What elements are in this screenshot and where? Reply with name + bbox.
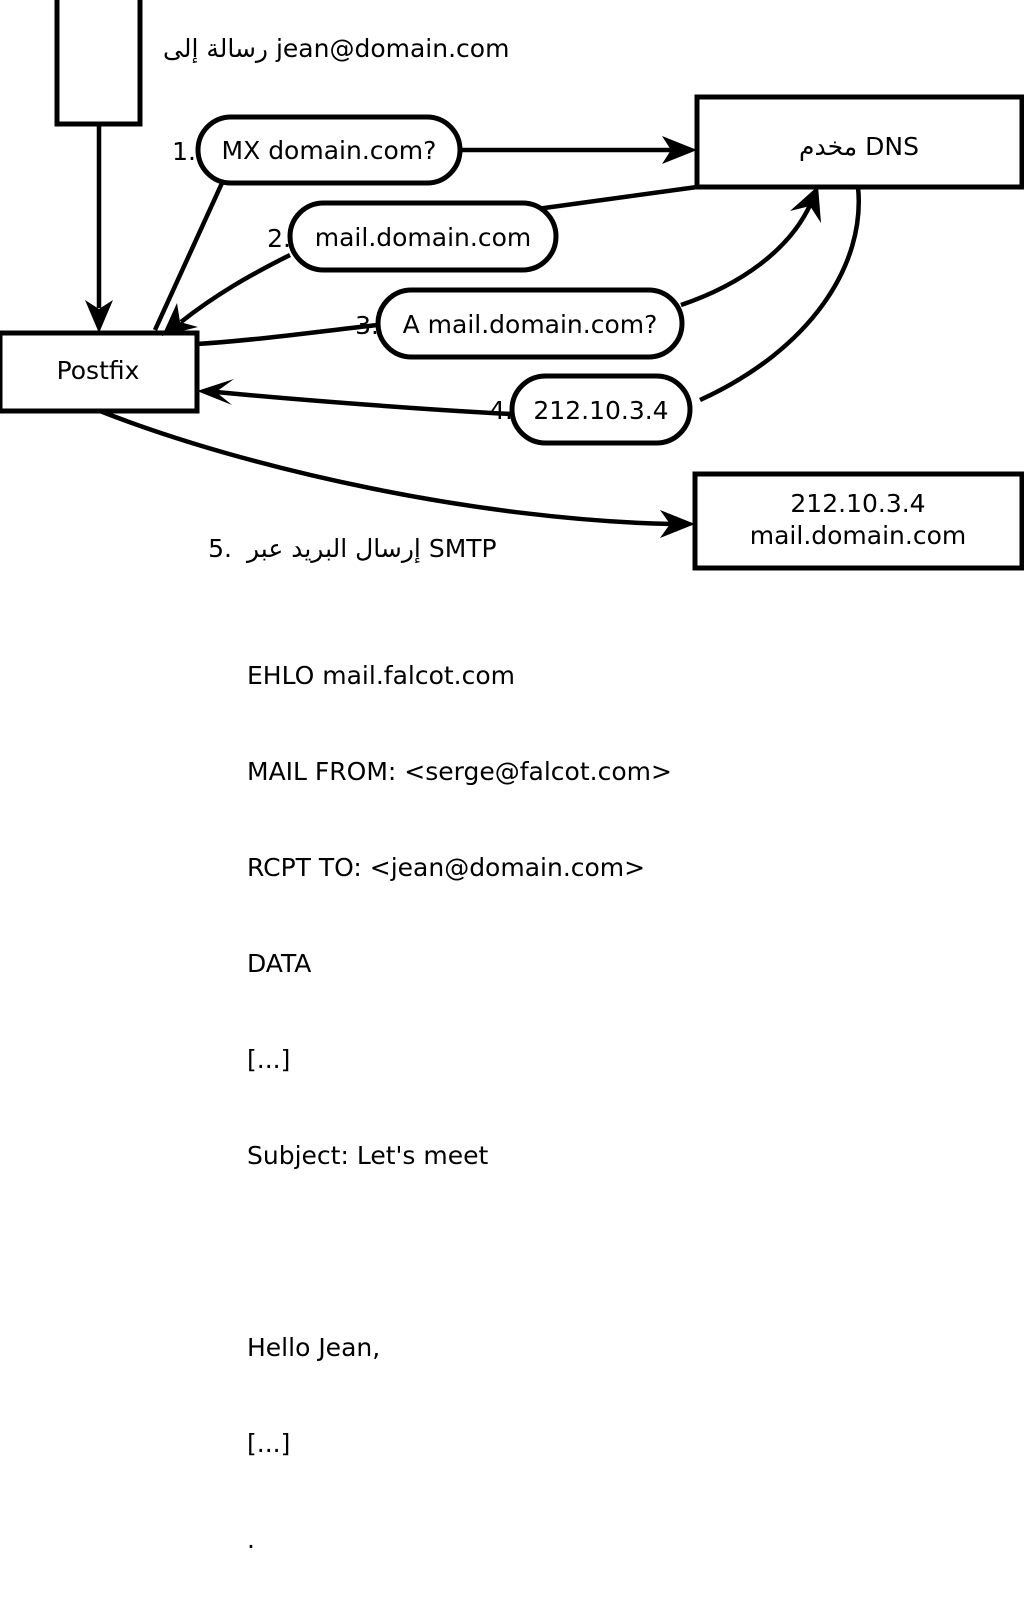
arrowhead-step2: [162, 303, 198, 336]
mail-server-box: [692, 471, 1024, 571]
bubble-step3-label: A mail.domain.com?: [403, 310, 658, 339]
transcript-line: MAIL FROM: <serge@falcot.com>: [247, 757, 672, 786]
transcript-line: [...]: [247, 1045, 291, 1074]
edge-step2-to-postfix: [179, 252, 292, 324]
arrowhead-sender-to-postfix: [85, 300, 113, 333]
transcript-line: EHLO mail.falcot.com: [247, 661, 516, 690]
mail-server-host: mail.domain.com: [750, 521, 966, 550]
step5-caption: إرسال البريد عبر SMTP: [245, 534, 497, 564]
message-note: رسالة إلى jean@domain.com: [163, 34, 509, 64]
bubble-step3: [375, 287, 685, 360]
bubble-step1-label: MX domain.com?: [222, 136, 437, 165]
diagram-canvas: Postfix مخدم DNS 212.10.3.4 mail.domain.…: [0, 0, 1024, 1554]
transcript-line: RCPT TO: <jean@domain.com>: [247, 853, 646, 882]
transcript-line: .: [247, 1525, 255, 1554]
step-number-4: 4.: [489, 396, 513, 425]
transcript-line: Subject: Let's meet: [247, 1141, 489, 1170]
bubble-step2-label: mail.domain.com: [315, 223, 531, 252]
edge-step3-from-postfix: [196, 322, 379, 347]
bubble-step4: [509, 373, 693, 446]
edge-step4-from-dns: [699, 186, 861, 403]
edge-step4-to-postfix: [215, 389, 513, 417]
step-number-2: 2.: [267, 224, 291, 253]
mail-server-ip: 212.10.3.4: [790, 489, 925, 518]
dns-server-box: [694, 94, 1024, 190]
step-number-3: 3.: [355, 311, 379, 340]
postfix-label: Postfix: [57, 356, 140, 385]
transcript-line: DATA: [247, 949, 312, 978]
arrowhead-step3: [790, 186, 821, 223]
edge-step3-to-dns: [680, 202, 814, 308]
transcript-line: [...]: [247, 1429, 291, 1458]
edge-step1-from-postfix: [152, 182, 225, 331]
smtp-transcript: EHLO mail.falcot.com MAIL FROM: <serge@f…: [247, 596, 672, 1620]
arrowhead-step1: [662, 136, 697, 164]
bubble-step4-label: 212.10.3.4: [533, 396, 668, 425]
bubble-step2: [287, 200, 559, 273]
bubble-step1: [195, 114, 463, 186]
dns-server-label: مخدم DNS: [799, 132, 919, 161]
mail-delivery-diagram: Postfix مخدم DNS 212.10.3.4 mail.domain.…: [0, 0, 1024, 571]
step-number-5: 5.: [208, 534, 232, 563]
edge-step2-from-dns: [536, 184, 698, 212]
step-number-1: 1.: [172, 137, 196, 166]
postfix-box: [0, 330, 200, 414]
sender-box: [54, 0, 143, 127]
transcript-line-blank: [247, 1236, 672, 1268]
arrowhead-step4: [197, 379, 234, 405]
transcript-line: Hello Jean,: [247, 1333, 381, 1362]
edge-step5-smtp: [99, 408, 673, 527]
arrowhead-step5: [660, 510, 695, 538]
